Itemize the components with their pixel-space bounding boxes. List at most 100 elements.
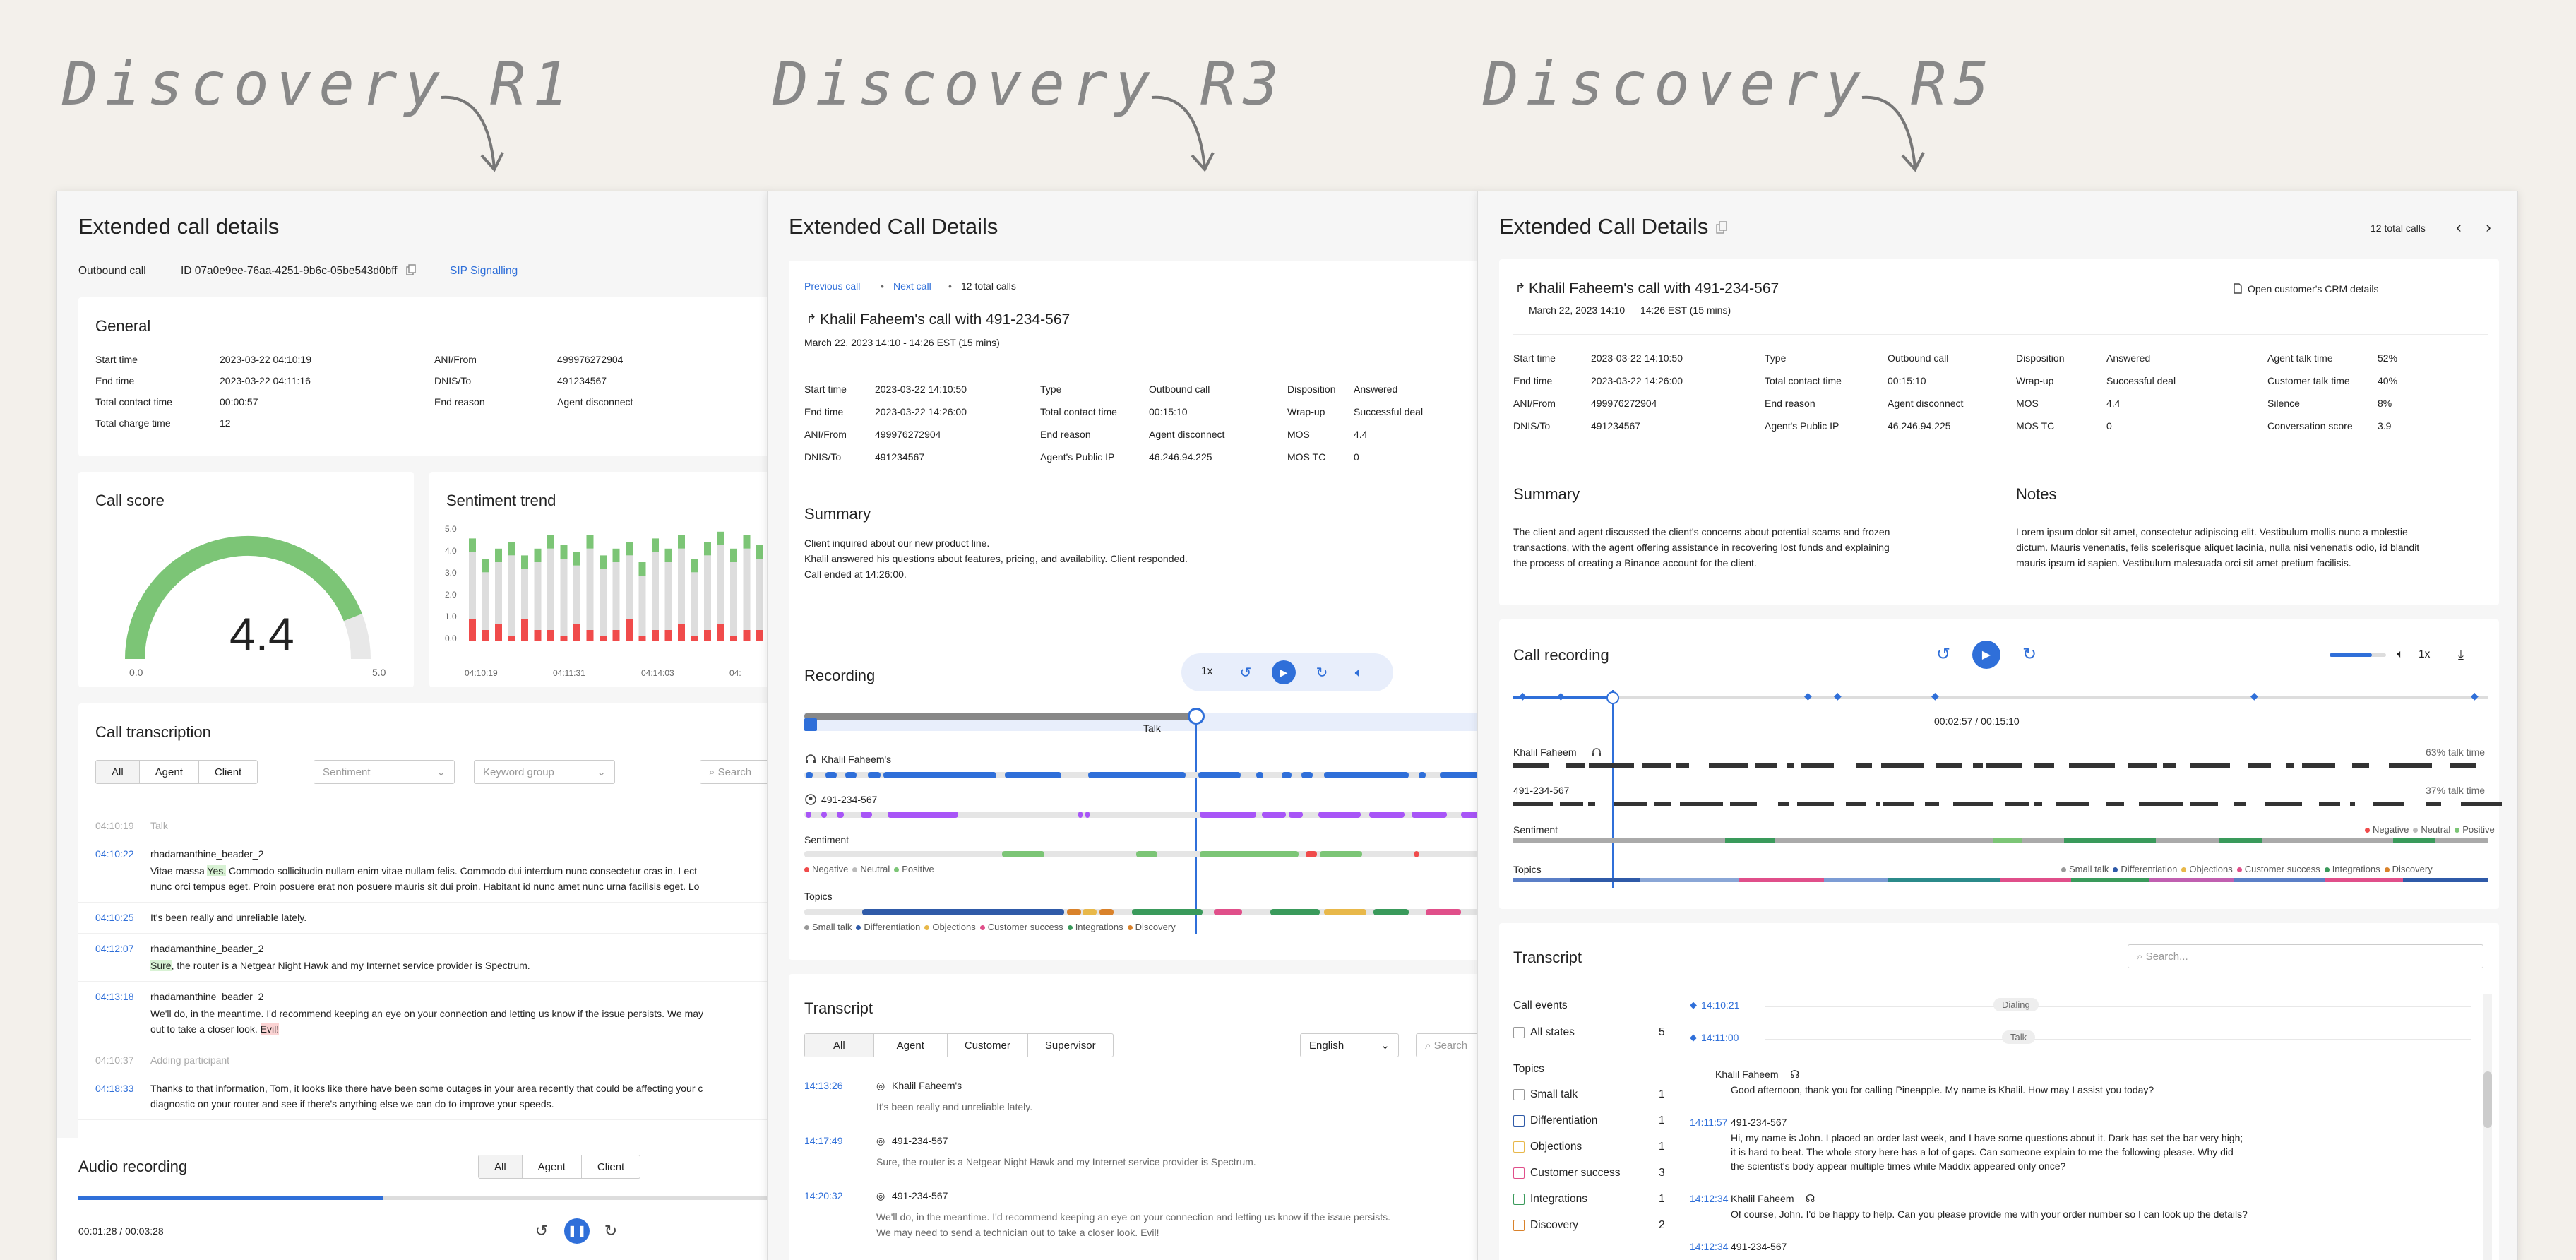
filter-all[interactable]: All <box>805 1034 874 1057</box>
player-controls: 1x ↺ ▶ ↻ 🔈︎ <box>1181 653 1393 691</box>
filter-agent[interactable]: Agent <box>874 1034 948 1057</box>
call-info-card: Previous call • Next call • 12 total cal… <box>789 261 1479 684</box>
field-label: Start time <box>1513 352 1556 364</box>
checkbox[interactable] <box>1513 1193 1525 1205</box>
search-input[interactable]: ⌕ Search <box>700 760 769 784</box>
playhead-handle[interactable] <box>1188 708 1205 725</box>
timestamp-link[interactable]: 14:12:34 <box>1690 1241 1729 1252</box>
checkbox[interactable] <box>1513 1115 1525 1127</box>
topic-filter-checkbox[interactable]: Discovery <box>1513 1219 1578 1232</box>
forward-10-icon[interactable]: ↻ <box>2022 644 2037 664</box>
chevron-right-icon[interactable]: › <box>2486 218 2491 236</box>
event-marker[interactable]: ◆ <box>1834 690 1842 701</box>
sentiment-bar <box>469 538 476 552</box>
legend-label: Integrations <box>2332 864 2380 874</box>
chevron-left-icon[interactable]: ‹ <box>2456 218 2462 236</box>
timestamp-link[interactable]: 04:13:18 <box>95 991 134 1002</box>
timestamp-link[interactable]: 04:18:33 <box>95 1083 134 1094</box>
timestamp-link[interactable]: 14:13:26 <box>804 1080 843 1091</box>
filter-client[interactable]: Client <box>214 766 242 778</box>
recording-time: 00:02:57 / 00:15:10 <box>1934 715 2020 727</box>
filter-agent[interactable]: Agent <box>140 761 199 783</box>
topic-filter-checkbox[interactable]: Differentiation <box>1513 1115 1597 1127</box>
event-marker[interactable]: ◆ <box>1804 690 1812 701</box>
rewind-10-icon[interactable]: ↺ <box>1239 665 1252 681</box>
event-marker[interactable]: ◆ <box>2250 690 2258 701</box>
timestamp-link[interactable]: 04:10:22 <box>95 848 134 860</box>
event-marker[interactable]: ◆ <box>2471 690 2479 701</box>
timestamp-link[interactable]: 04:12:07 <box>95 943 134 954</box>
topic-filter-checkbox[interactable]: Customer success <box>1513 1167 1620 1179</box>
volume-icon[interactable]: 🔈︎ <box>1354 665 1363 679</box>
message-text: Good afternoon, thank you for calling Pi… <box>1731 1084 2154 1095</box>
crm-link[interactable]: Open customer's CRM details <box>2248 283 2379 295</box>
language-select[interactable]: English⌄ <box>1300 1033 1399 1057</box>
timestamp-link[interactable]: 14:12:34 <box>1690 1193 1729 1204</box>
filter-agent[interactable]: Agent <box>523 1155 582 1178</box>
all-states-checkbox[interactable]: All states <box>1513 1026 1575 1039</box>
timestamp-link[interactable]: 14:11:00 <box>1701 1032 1739 1043</box>
event-marker[interactable]: ◆ <box>1519 690 1527 701</box>
topic-filter-checkbox[interactable]: Small talk <box>1513 1088 1578 1101</box>
timestamp-link[interactable]: 14:10:21 <box>1701 999 1740 1011</box>
field-value: 2023-03-22 14:10:50 <box>875 384 967 395</box>
filter-client[interactable]: Client <box>597 1160 625 1173</box>
search-input[interactable]: ⌕ Search... <box>2128 944 2483 968</box>
next-call-link[interactable]: Next call <box>893 280 931 292</box>
call-score-card: Call score 4.4 0.0 5.0 <box>78 472 414 687</box>
topic-filter-checkbox[interactable]: Integrations <box>1513 1193 1587 1206</box>
track-segment <box>861 812 872 818</box>
checkbox[interactable] <box>1513 1141 1525 1153</box>
topic-filter-checkbox[interactable]: Objections <box>1513 1141 1582 1153</box>
timestamp-link[interactable]: 14:17:49 <box>804 1135 843 1146</box>
field-value: Successful deal <box>2106 375 2176 386</box>
client-talk-track <box>804 812 1479 818</box>
legend-dot <box>2455 827 2460 833</box>
speed-button[interactable]: 1x <box>2419 648 2431 660</box>
field-value: 3.9 <box>2378 420 2392 432</box>
filter-all[interactable]: All <box>96 761 140 783</box>
checkbox[interactable] <box>1513 1167 1525 1179</box>
timestamp: 04:10:19 <box>95 820 134 831</box>
forward-10-icon[interactable]: ↻ <box>1316 665 1328 681</box>
checkbox[interactable] <box>1513 1026 1525 1038</box>
rewind-icon[interactable]: ↺ <box>535 1222 549 1240</box>
play-icon[interactable]: ▶ <box>1972 641 2000 669</box>
search-input[interactable]: ⌕ Search <box>1416 1033 1479 1057</box>
speed-button[interactable]: 1x <box>1201 665 1213 677</box>
legend-label: Negative <box>2373 824 2409 835</box>
audio-progress-track[interactable] <box>78 1196 769 1200</box>
copy-icon[interactable] <box>405 263 417 276</box>
pause-icon[interactable]: ❚❚ <box>564 1218 590 1244</box>
play-icon[interactable]: ▶ <box>1272 660 1296 684</box>
timestamp-link[interactable]: 14:20:32 <box>804 1190 843 1201</box>
sentiment-bar <box>508 542 515 556</box>
call-id: ID 07a0e9ee-76aa-4251-9b6c-05be543d0bff <box>181 265 398 277</box>
timestamp-link[interactable]: 14:11:57 <box>1690 1117 1728 1128</box>
playhead-handle[interactable] <box>1606 691 1619 704</box>
checkbox[interactable] <box>1513 1088 1525 1100</box>
sip-signalling-link[interactable]: SIP Signalling <box>450 265 518 277</box>
scrollbar[interactable] <box>2483 994 2492 1260</box>
track-segment <box>2450 763 2476 768</box>
timestamp-link[interactable]: 04:10:25 <box>95 912 134 923</box>
volume-icon[interactable]: 🔈︎ <box>2397 648 2404 660</box>
volume-slider[interactable] <box>2330 653 2386 657</box>
event-marker[interactable]: ◆ <box>1931 690 1939 701</box>
copy-icon[interactable] <box>1714 220 1729 235</box>
topic-segment <box>1739 878 1824 882</box>
sentiment-select[interactable]: Sentiment⌄ <box>314 760 455 784</box>
rewind-10-icon[interactable]: ↺ <box>1936 644 1951 664</box>
sentiment-bar <box>469 552 476 619</box>
checkbox[interactable] <box>1513 1219 1525 1231</box>
filter-all[interactable]: All <box>479 1155 523 1178</box>
forward-icon[interactable]: ↻ <box>604 1222 618 1240</box>
track-segment <box>1289 812 1303 818</box>
event-marker[interactable]: ◆ <box>1557 690 1565 701</box>
filter-supervisor[interactable]: Supervisor <box>1044 1039 1096 1052</box>
filter-customer[interactable]: Customer <box>948 1034 1028 1057</box>
keyword-group-select[interactable]: Keyword group⌄ <box>474 760 615 784</box>
sentiment-bar <box>495 624 502 641</box>
previous-call-link[interactable]: Previous call <box>804 280 861 292</box>
download-icon[interactable]: ⤓ <box>2458 647 2464 662</box>
